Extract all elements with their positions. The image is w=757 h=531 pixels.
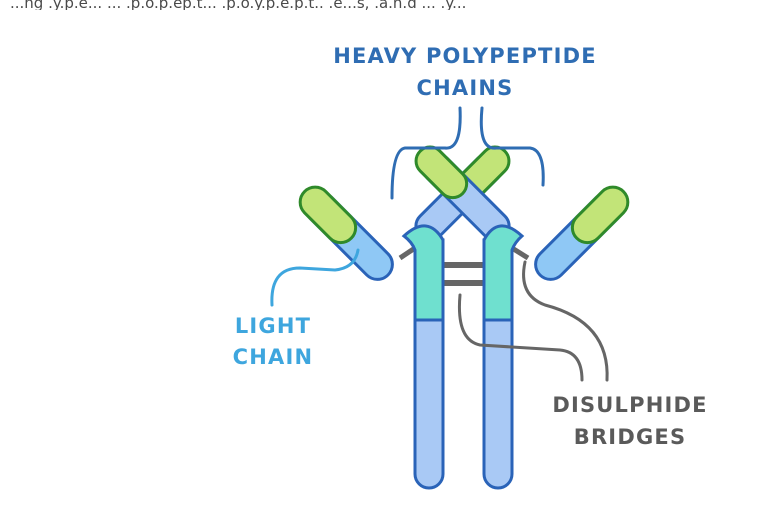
light-chain-label-line1: LIGHT — [235, 314, 311, 338]
disulphide-bridges — [398, 245, 530, 286]
heavy-chains-label-line2: CHAINS — [417, 76, 514, 100]
heavy-chain-right-variable-region — [414, 145, 469, 200]
light-chain-pointer — [270, 248, 360, 307]
disulphide-bridges-label-line2: BRIDGES — [574, 425, 687, 449]
heavy-chains-label-line1: HEAVY POLYPEPTIDE — [333, 44, 597, 68]
disulphide-bridges-pointer-right — [522, 260, 609, 382]
cropped-caption-text: ...ng .y.p.e... ... .p.o.p.ep.t... .p.o.… — [10, 0, 467, 10]
heavy-chain-left-hinge — [401, 224, 445, 322]
heavy-chain-right-hinge — [482, 224, 525, 322]
light-chain-right-variable-region — [570, 185, 630, 245]
light-chain-left — [298, 185, 394, 281]
heavy-chain-pointer — [390, 106, 545, 200]
disulphide-bridges-label-line1: DISULPHIDE — [552, 393, 707, 417]
light-chain-left-variable-region — [298, 185, 358, 245]
light-chain-right — [534, 185, 630, 281]
disulphide-bridge-left — [398, 245, 417, 261]
disulphide-bridges-pointer-left — [457, 293, 584, 382]
light-chain-label-line2: CHAIN — [233, 345, 314, 369]
disulphide-bridge-right — [510, 245, 530, 261]
